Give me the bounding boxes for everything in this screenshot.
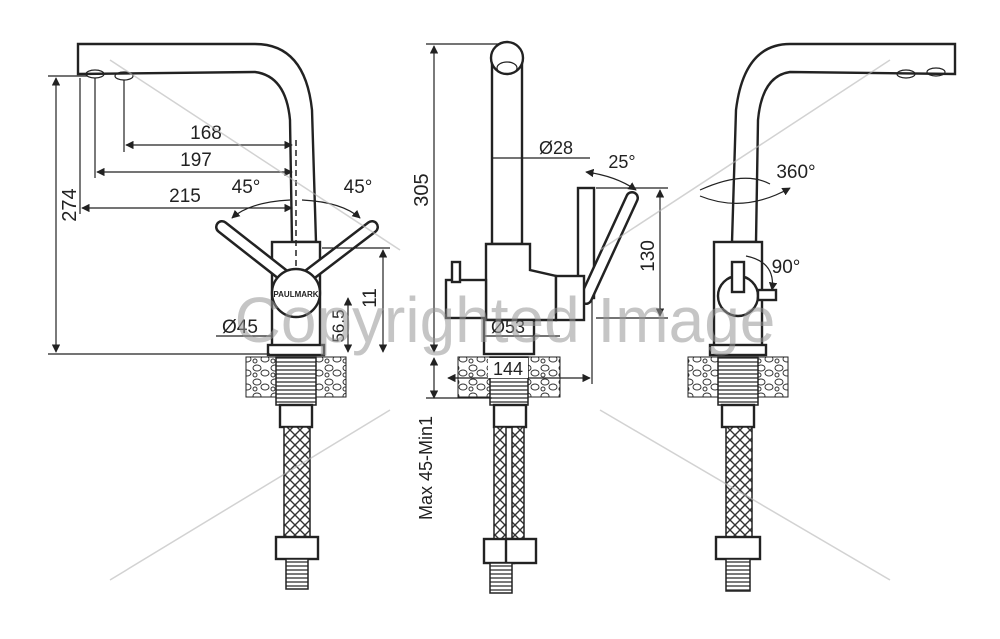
front-counter-stones-left [245,356,277,398]
side-hose-nut-2 [504,537,538,565]
side-counter-stones-left [457,356,491,398]
back-hose [725,426,753,538]
back-hose-nut [714,535,762,561]
front-hose-nut [274,535,320,561]
dim-130-label: 130 [638,240,659,272]
brand-logo: PAULMARK [273,290,318,299]
side-hose-1 [493,426,507,540]
side-counter-stones-right [527,356,561,398]
angle-arc-left [231,199,291,219]
angle-arc-right [301,199,361,219]
back-spout [730,42,957,244]
dim-144-label: 144 [493,359,523,379]
dim-197-label: 197 [180,150,212,171]
dim-11-label: 11 [360,288,381,308]
back-counter-stones-right [757,356,789,398]
dim-d53-label: Ø53 [491,317,525,337]
angle-right-label: 45° [344,177,373,198]
side-base [482,318,536,356]
angle-25-label: 25° [608,152,635,172]
back-view: 360° 90° [687,42,957,592]
back-aerator-2 [926,67,946,77]
back-counter-stones-left [687,356,719,398]
dim-274-label: 274 [59,188,81,221]
dim-d45-label: Ø45 [222,317,258,338]
angle-90-label: 90° [772,257,801,278]
front-hose [283,426,311,538]
back-hose-end [725,558,751,592]
rotation-arc-360 [699,187,791,204]
angle-left-label: 45° [232,177,261,198]
side-front-knob [444,278,488,320]
side-spout-tube [490,56,524,246]
angle-arc-90 [745,255,778,291]
back-shank [717,356,759,406]
dim-565-label: 56.5 [329,309,348,342]
front-lever-hub [270,267,322,319]
side-view: 305 Ø28 25° 130 Ø53 144 Max 45-Min1 [411,40,668,594]
front-counter-stones-right [315,356,347,398]
dim-d28-label: Ø28 [539,138,573,158]
front-shank [275,356,317,406]
back-aerator-1 [896,69,916,79]
side-hose-end [489,562,513,594]
side-spout-top [489,40,525,76]
front-view: PAULMARK 274 168 197 215 45° 45° 11 56.5… [48,42,390,590]
front-base-ring [266,343,326,357]
side-hose-2 [511,426,525,540]
front-hose-end [285,558,309,590]
dim-168-label: 168 [190,123,222,144]
rotation-360-label: 360° [776,162,815,183]
dim-mount-range-label: Max 45-Min1 [416,416,436,520]
back-lever-side [756,288,778,302]
watermark-overlay: Copyrighted Image [109,59,891,581]
dim-305-label: 305 [411,173,433,206]
watermark-text: Copyrighted Image [235,284,776,356]
back-lever-stem [730,260,746,294]
dim-215-label: 215 [169,186,201,207]
